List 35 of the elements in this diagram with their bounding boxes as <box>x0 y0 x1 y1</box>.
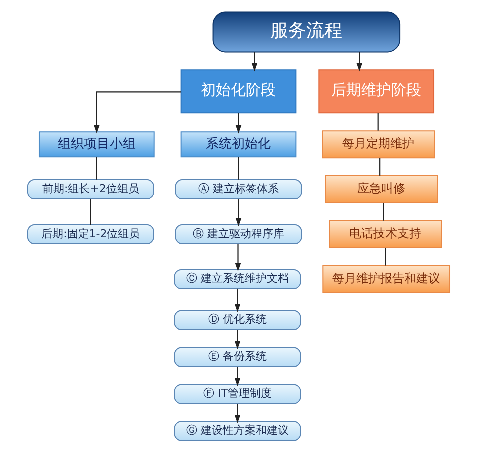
arrow <box>236 199 242 227</box>
arrow <box>252 52 258 72</box>
node-box: 服务流程 <box>212 12 401 53</box>
connector <box>385 248 386 266</box>
node-box: Ⓑ 建立驱动程序库 <box>175 224 302 244</box>
arrow <box>234 288 241 312</box>
arrow <box>234 330 241 350</box>
node-box: Ⓕ IT管理制度 <box>174 384 302 404</box>
arrow <box>235 244 242 272</box>
connector <box>380 158 381 176</box>
connector <box>96 157 98 180</box>
node-box: Ⓐ 建立标签体系 <box>175 180 302 200</box>
node-box: Ⓒ 建立系统维护文档 <box>174 269 302 290</box>
node-box: 每月定期维护 <box>322 130 436 159</box>
arrow <box>94 92 182 134</box>
node-box: 每月维护报告和建议 <box>322 265 450 294</box>
connector <box>238 157 240 180</box>
node-box: 应急叫修 <box>325 176 438 204</box>
arrow <box>356 52 362 72</box>
node-box: Ⓔ 备份系统 <box>174 347 302 368</box>
connector <box>378 113 379 131</box>
connector <box>90 199 92 225</box>
node-box: Ⓓ 优化系统 <box>174 310 302 330</box>
node-box: Ⓖ 建设性方案和建议 <box>174 421 302 442</box>
arrow <box>234 367 241 386</box>
node-box: 电话技术支持 <box>329 220 442 248</box>
node-box: 初始化阶段 <box>180 70 297 114</box>
connector <box>383 203 384 221</box>
node-box: 组织项目小组 <box>38 132 155 158</box>
arrow <box>234 404 241 424</box>
arrow <box>236 113 242 134</box>
node-box: 后期:固定1-2位组员 <box>28 224 154 244</box>
node-box: 系统初始化 <box>180 132 297 158</box>
node-box: 后期维护阶段 <box>318 70 435 114</box>
node-box: 前期:组长+2位组员 <box>28 180 154 200</box>
